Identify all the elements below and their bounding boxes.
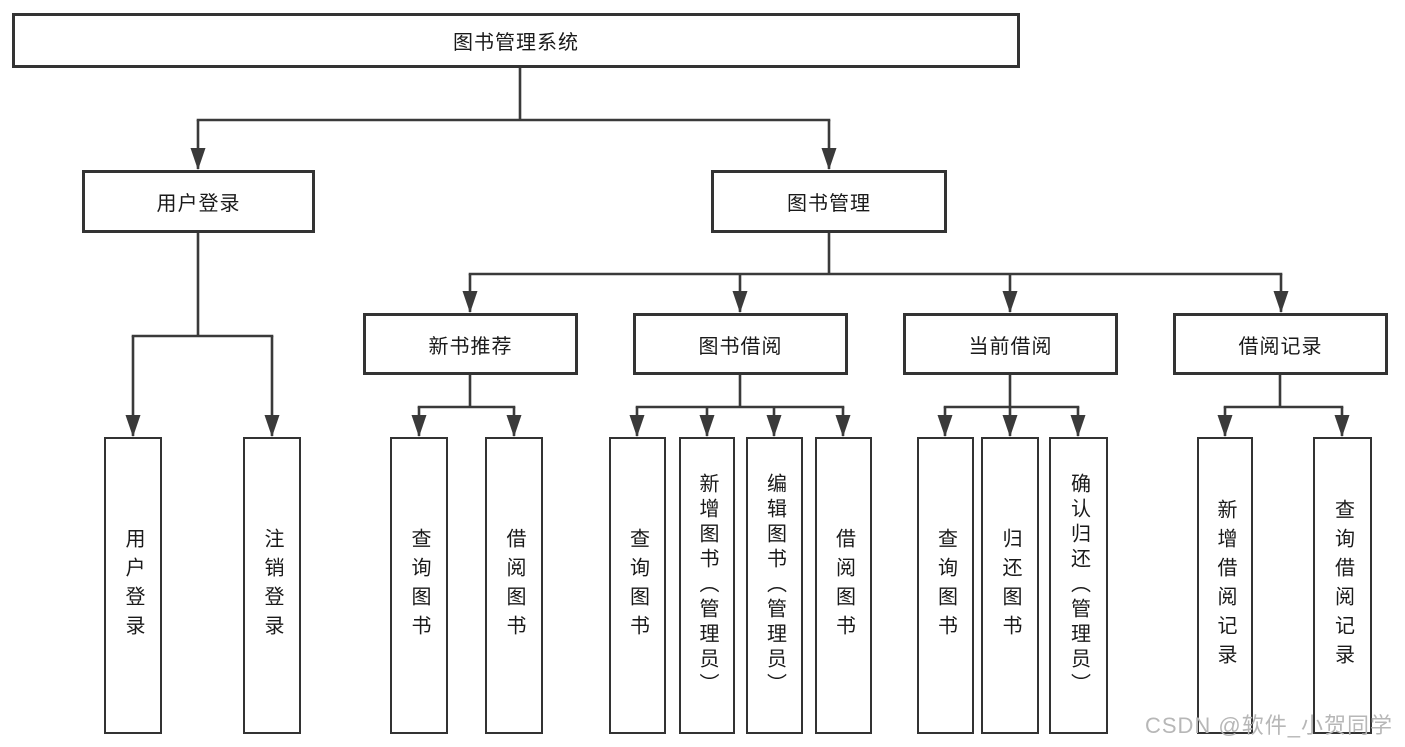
leaf-borrow-books-recommend: 借阅图书: [485, 437, 543, 734]
node-label: 查询图书: [934, 527, 957, 644]
leaf-add-borrow-record: 新增借阅记录: [1197, 437, 1253, 734]
node-book-management: 图书管理: [711, 170, 947, 233]
leaf-logout: 注销登录: [243, 437, 301, 734]
node-current-borrowing: 当前借阅: [903, 313, 1118, 375]
leaf-query-books-recommend: 查询图书: [390, 437, 448, 734]
connector-trunk-lines: [131, 66, 1344, 409]
leaf-confirm-return-admin: 确认归还（管理员）: [1049, 437, 1108, 734]
node-label: 用户登录: [122, 527, 144, 644]
connector-arrows: [125, 120, 1350, 437]
node-label: 当前借阅: [968, 335, 1053, 358]
node-label: 借阅记录: [1238, 335, 1323, 358]
node-label: 查询图书: [626, 527, 649, 644]
node-label: 注销登录: [261, 527, 283, 644]
leaf-return-books: 归还图书: [981, 437, 1039, 734]
node-label: 借阅图书: [503, 527, 525, 644]
node-label: 新增图书（管理员）: [696, 473, 718, 698]
node-label: 归还图书: [999, 527, 1021, 644]
node-label: 图书管理系统: [453, 32, 579, 54]
node-new-book-recommendation: 新书推荐: [363, 313, 578, 375]
leaf-query-books-borrowing: 查询图书: [609, 437, 666, 734]
node-label: 图书借阅: [698, 335, 783, 358]
leaf-query-books-current: 查询图书: [917, 437, 974, 734]
leaf-user-login: 用户登录: [104, 437, 162, 734]
node-label: 图书管理: [787, 193, 871, 215]
node-label: 借阅图书: [832, 527, 855, 644]
leaf-query-borrow-record: 查询借阅记录: [1313, 437, 1372, 734]
watermark-csdn: CSDN @软件_小贺同学: [1144, 713, 1393, 738]
node-label: 新增借阅记录: [1214, 498, 1236, 673]
node-label: 确认归还（管理员）: [1067, 473, 1090, 698]
node-label: 编辑图书（管理员）: [763, 473, 786, 698]
node-borrowing-records: 借阅记录: [1173, 313, 1388, 375]
node-library-management-system: 图书管理系统: [12, 13, 1020, 68]
node-user-login: 用户登录: [82, 170, 315, 233]
node-label: 新书推荐: [428, 335, 513, 358]
leaf-add-book-admin: 新增图书（管理员）: [679, 437, 735, 734]
node-book-borrowing: 图书借阅: [633, 313, 848, 375]
leaf-borrow-books-borrowing: 借阅图书: [815, 437, 872, 734]
node-label: 用户登录: [156, 193, 241, 215]
leaf-edit-book-admin: 编辑图书（管理员）: [746, 437, 803, 734]
node-label: 查询借阅记录: [1331, 498, 1354, 673]
node-label: 查询图书: [408, 527, 430, 644]
